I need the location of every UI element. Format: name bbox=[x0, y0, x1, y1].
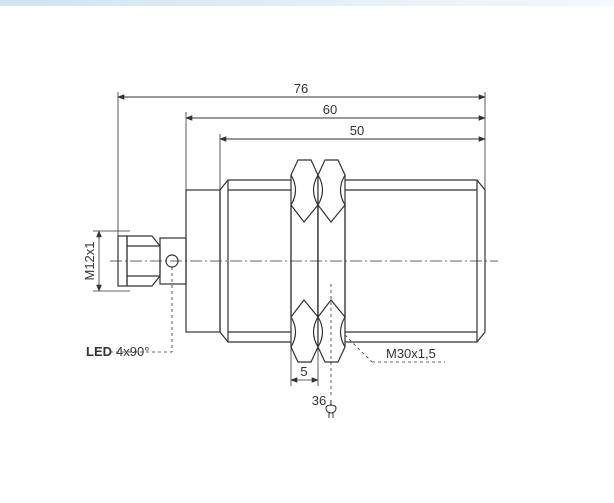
m30-leader bbox=[344, 334, 445, 363]
led-leader bbox=[110, 267, 173, 353]
label-housing-length: 60 bbox=[323, 102, 337, 117]
label-overall-length: 76 bbox=[294, 81, 308, 96]
dim-m12 bbox=[93, 230, 130, 292]
led-label: LED bbox=[86, 344, 112, 359]
led-spec: 4x90° bbox=[116, 344, 149, 359]
label-connector-thread: M12x1 bbox=[82, 241, 97, 280]
label-thread-length: 50 bbox=[350, 123, 364, 138]
label-nut-width: 5 bbox=[300, 364, 307, 379]
label-wrench-size: 36 bbox=[312, 393, 326, 408]
label-body-thread: M30x1,5 bbox=[386, 346, 436, 361]
dim-nut-width bbox=[290, 347, 319, 386]
wrench-icon bbox=[325, 400, 337, 418]
header-strip bbox=[0, 0, 614, 6]
